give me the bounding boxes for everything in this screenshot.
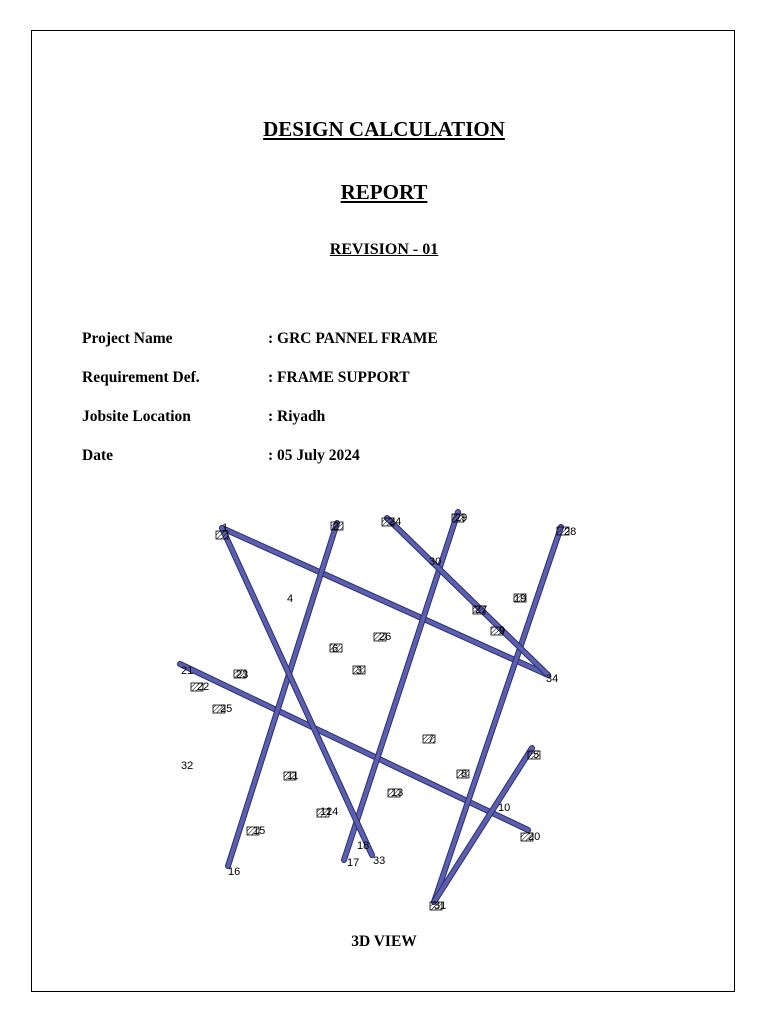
frame-member xyxy=(220,526,550,677)
support-symbol xyxy=(190,682,204,692)
revision-label: REVISION - 01 xyxy=(329,241,439,258)
node-number: 23 xyxy=(236,669,248,681)
node-number: 5 xyxy=(533,749,539,761)
node-number: 30 xyxy=(429,556,441,568)
node-number: 9 xyxy=(499,625,505,637)
support-symbol xyxy=(212,704,226,714)
support-symbol xyxy=(316,808,330,818)
node-number: 8 xyxy=(461,768,467,780)
node-number: 18 xyxy=(357,840,369,852)
detail-label: Project Name xyxy=(82,330,173,347)
support-symbol xyxy=(429,901,443,911)
node-number: 11 xyxy=(287,770,298,782)
node-number: 3 xyxy=(356,665,362,677)
node-number: 12 xyxy=(320,806,332,818)
figure-caption: 3D VIEW xyxy=(351,933,417,950)
support-symbol xyxy=(387,788,401,798)
support-symbol xyxy=(233,669,247,679)
node-number: 22 xyxy=(197,681,209,693)
frame-member xyxy=(178,662,530,832)
node-number: 15 xyxy=(253,825,265,837)
detail-value: : 05 July 2024 xyxy=(268,447,360,464)
support-symbol xyxy=(381,517,395,527)
node-number: 32 xyxy=(181,760,193,772)
node-number: 29 xyxy=(455,512,467,524)
node-number: 26 xyxy=(379,631,391,643)
support-symbol xyxy=(451,513,465,523)
frame-member xyxy=(432,525,563,904)
detail-value: : GRC PANNEL FRAME xyxy=(268,330,438,347)
support-symbol xyxy=(520,832,534,842)
node-number: 20 xyxy=(528,831,540,843)
frame-member xyxy=(385,516,550,677)
support-symbol xyxy=(472,605,486,615)
node-number: 7 xyxy=(428,733,434,745)
node-number: 33 xyxy=(373,855,385,867)
support-symbol xyxy=(556,526,570,536)
support-symbol xyxy=(283,771,297,781)
support-symbol xyxy=(352,665,366,675)
support-symbol xyxy=(513,593,527,603)
frame-member xyxy=(432,746,534,904)
detail-label: Date xyxy=(82,447,113,464)
node-number: 17 xyxy=(347,857,359,869)
detail-label: Jobsite Location xyxy=(82,408,191,425)
support-symbol xyxy=(330,521,344,531)
detail-value: : Riyadh xyxy=(268,408,326,425)
support-symbol xyxy=(246,826,260,836)
node-number: 28 xyxy=(564,526,576,538)
frame-members xyxy=(177,509,564,905)
support-symbols xyxy=(190,513,570,911)
frame-member xyxy=(226,521,339,868)
support-symbol xyxy=(490,626,504,636)
support-symbol xyxy=(215,530,229,540)
detail-value: : FRAME SUPPORT xyxy=(268,369,410,386)
node-number: 6 xyxy=(332,643,338,655)
frame-member xyxy=(220,526,374,857)
node-number: 13 xyxy=(391,787,403,799)
page-border xyxy=(31,30,735,992)
node-number: 27 xyxy=(475,604,487,616)
node-number: 2 xyxy=(333,521,339,533)
node-number: 24 xyxy=(389,516,401,528)
node-number: 10 xyxy=(498,802,510,814)
node-number: 4 xyxy=(287,593,293,605)
support-symbol xyxy=(422,734,436,744)
node-number: 21 xyxy=(181,665,193,677)
support-symbol xyxy=(329,643,343,653)
node-number: 16 xyxy=(228,866,240,878)
support-symbol xyxy=(527,750,541,760)
detail-label: Requirement Def. xyxy=(82,369,200,386)
node-number: 25 xyxy=(220,703,232,715)
node-number: 1 xyxy=(222,522,228,534)
support-symbol xyxy=(373,632,387,642)
report-subtitle: REPORT xyxy=(340,180,428,204)
node-number: 31 xyxy=(434,900,446,912)
node-number: 19 xyxy=(514,593,526,605)
report-title: DESIGN CALCULATION xyxy=(263,117,505,141)
node-number: 14 xyxy=(326,806,338,818)
support-symbol xyxy=(456,769,470,779)
node-number: 34 xyxy=(546,673,558,685)
